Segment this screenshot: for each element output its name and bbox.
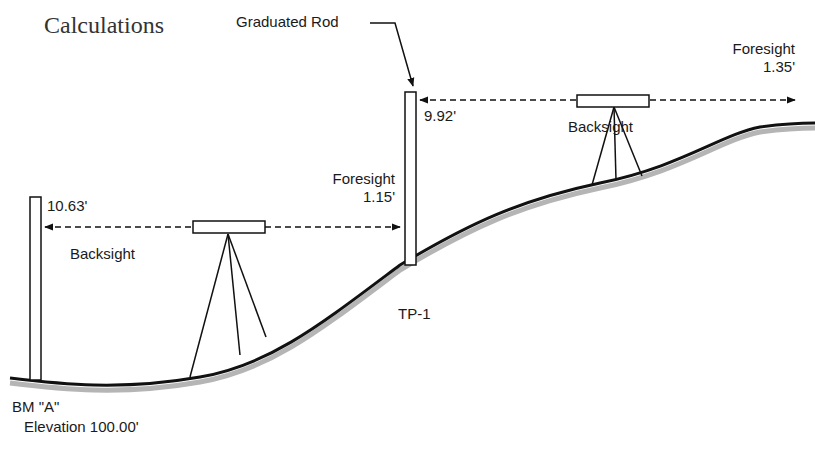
rod-reading: 10.63' <box>47 197 87 215</box>
title: Calculations <box>44 12 164 39</box>
foresight-label: Foresight 1.35' <box>732 40 795 76</box>
callout-label: Graduated Rod <box>236 13 339 31</box>
rod-reading: 9.92' <box>424 107 456 125</box>
benchmark-label: BM "A" <box>12 398 59 416</box>
graduated-rod <box>405 92 416 265</box>
level-instrument <box>190 221 266 377</box>
level-instrument <box>577 95 649 185</box>
backsight-label: Backsight <box>568 118 633 136</box>
turning-point-label: TP-1 <box>398 305 431 323</box>
graduated-rod <box>30 197 41 380</box>
elevation-label: Elevation 100.00' <box>24 418 139 436</box>
foresight-label: Foresight 1.15' <box>332 170 395 206</box>
leader-line <box>370 23 413 86</box>
backsight-label: Backsight <box>70 245 135 263</box>
